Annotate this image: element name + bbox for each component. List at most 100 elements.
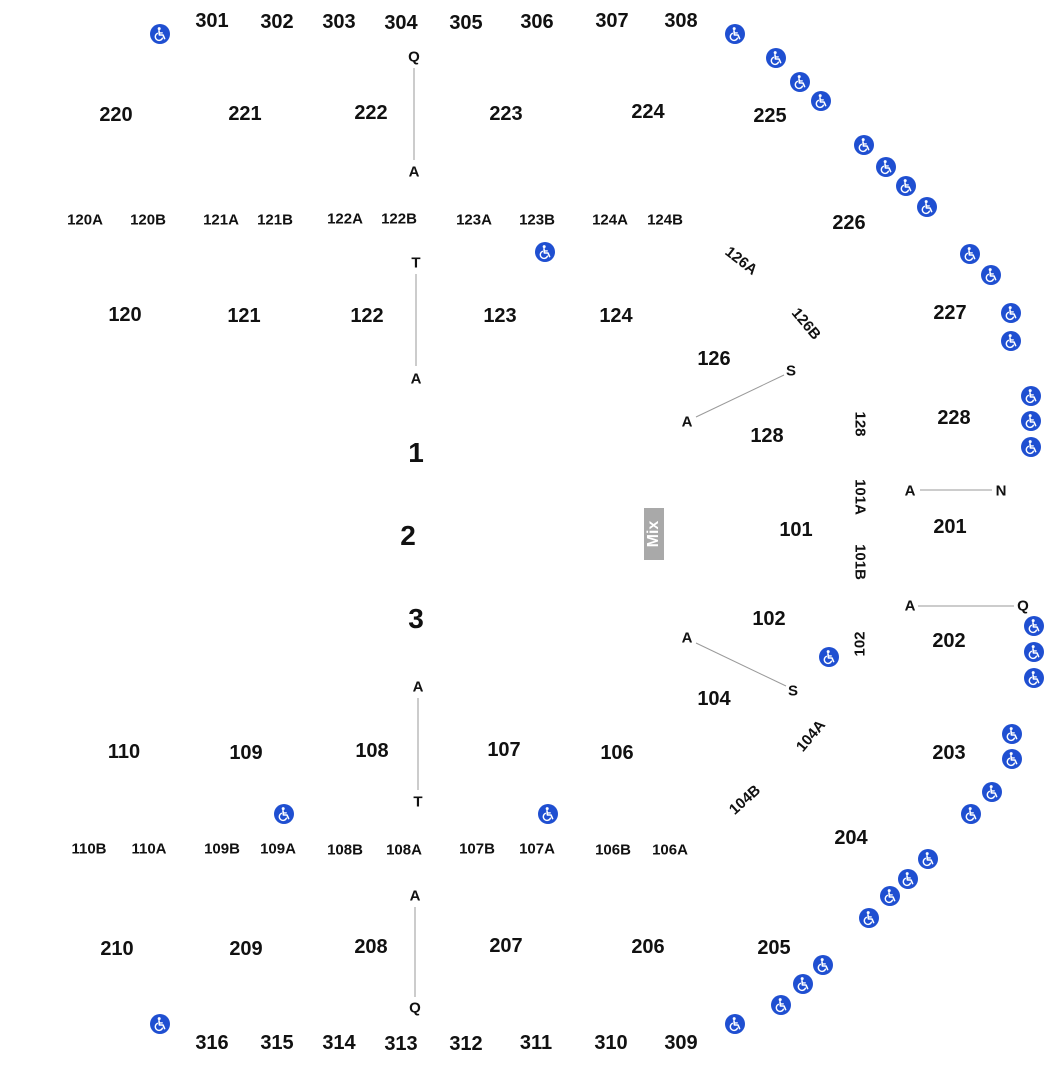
- section-101b[interactable]: 101B: [851, 544, 869, 580]
- section-126[interactable]: 126: [697, 348, 731, 370]
- section-305[interactable]: 305: [449, 12, 483, 34]
- wheelchair-icon: [982, 782, 1002, 802]
- section-314[interactable]: 314: [322, 1032, 356, 1054]
- section-107b[interactable]: 107B: [459, 840, 495, 858]
- section-110b[interactable]: 110B: [71, 840, 107, 858]
- row-marker-202-start: A: [904, 597, 916, 615]
- section-121b[interactable]: 121B: [257, 211, 293, 229]
- wheelchair-icon: [813, 955, 833, 975]
- section-307[interactable]: 307: [595, 10, 629, 32]
- stage-1: 1: [408, 437, 424, 468]
- section-309[interactable]: 309: [664, 1032, 698, 1054]
- section-102-side[interactable]: 102: [851, 631, 869, 657]
- wheelchair-icon: [918, 849, 938, 869]
- wheelchair-icon: [917, 197, 937, 217]
- section-316[interactable]: 316: [195, 1032, 229, 1054]
- section-107a[interactable]: 107A: [519, 840, 555, 858]
- section-208[interactable]: 208: [354, 936, 388, 958]
- section-128-side[interactable]: 128: [851, 411, 869, 437]
- section-120[interactable]: 120: [108, 304, 142, 326]
- section-123b[interactable]: 123B: [519, 211, 555, 229]
- mix-label: Mix: [645, 520, 662, 548]
- section-308[interactable]: 308: [664, 10, 698, 32]
- section-302[interactable]: 302: [260, 11, 294, 33]
- wheelchair-icon: [1002, 749, 1022, 769]
- section-205[interactable]: 205: [757, 937, 791, 959]
- section-222[interactable]: 222: [354, 102, 388, 124]
- section-104[interactable]: 104: [697, 688, 731, 710]
- row-marker-122-bottom: A: [410, 370, 422, 388]
- section-301[interactable]: 301: [195, 10, 229, 32]
- section-107[interactable]: 107: [487, 739, 521, 761]
- section-124a[interactable]: 124A: [592, 211, 628, 229]
- row-marker-208-top: A: [409, 887, 421, 905]
- section-106b[interactable]: 106B: [595, 841, 631, 859]
- section-110[interactable]: 110: [107, 741, 141, 763]
- section-106a[interactable]: 106A: [652, 841, 688, 859]
- section-224[interactable]: 224: [631, 101, 665, 123]
- section-310[interactable]: 310: [594, 1032, 628, 1054]
- section-206[interactable]: 206: [631, 936, 665, 958]
- wheelchair-icon: [1024, 616, 1044, 636]
- wheelchair-icon: [274, 804, 294, 824]
- section-121[interactable]: 121: [227, 305, 261, 327]
- section-120b[interactable]: 120B: [130, 211, 166, 229]
- wheelchair-icon: [725, 1014, 745, 1034]
- wheelchair-icon: [896, 176, 916, 196]
- section-210[interactable]: 210: [100, 938, 134, 960]
- section-120a[interactable]: 120A: [67, 211, 103, 229]
- section-220[interactable]: 220: [99, 104, 133, 126]
- section-221[interactable]: 221: [228, 103, 262, 125]
- section-121a[interactable]: 121A: [203, 211, 239, 229]
- section-122[interactable]: 122: [350, 305, 384, 327]
- wheelchair-icon: [771, 995, 791, 1015]
- section-108a[interactable]: 108A: [386, 841, 422, 859]
- section-124b[interactable]: 124B: [647, 211, 683, 229]
- row-line-104: [695, 642, 787, 687]
- section-124[interactable]: 124: [599, 305, 633, 327]
- row-marker-201-start: A: [904, 482, 916, 500]
- wheelchair-icon: [1024, 642, 1044, 662]
- wheelchair-icon: [960, 244, 980, 264]
- section-122a[interactable]: 122A: [327, 210, 363, 228]
- section-202[interactable]: 202: [932, 630, 966, 652]
- section-123[interactable]: 123: [483, 305, 517, 327]
- section-303[interactable]: 303: [322, 11, 356, 33]
- section-123a[interactable]: 123A: [456, 211, 492, 229]
- section-110a[interactable]: 110A: [131, 840, 167, 858]
- wheelchair-icon: [811, 91, 831, 111]
- section-227[interactable]: 227: [933, 302, 967, 324]
- section-313[interactable]: 313: [384, 1033, 418, 1055]
- section-304[interactable]: 304: [384, 12, 418, 34]
- section-306[interactable]: 306: [520, 11, 554, 33]
- section-106[interactable]: 106: [600, 742, 634, 764]
- wheelchair-icon: [535, 242, 555, 262]
- wheelchair-icon: [1001, 331, 1021, 351]
- section-226[interactable]: 226: [832, 212, 866, 234]
- wheelchair-icon: [1002, 724, 1022, 744]
- section-108b[interactable]: 108B: [327, 841, 363, 859]
- section-122b[interactable]: 122B: [381, 210, 417, 228]
- section-207[interactable]: 207: [489, 935, 523, 957]
- section-201[interactable]: 201: [933, 516, 967, 538]
- section-128[interactable]: 128: [750, 425, 784, 447]
- wheelchair-icon: [790, 72, 810, 92]
- section-109b[interactable]: 109B: [204, 840, 240, 858]
- section-315[interactable]: 315: [260, 1032, 294, 1054]
- section-209[interactable]: 209: [229, 938, 263, 960]
- section-101a[interactable]: 101A: [851, 479, 869, 515]
- section-204[interactable]: 204: [834, 827, 868, 849]
- section-203[interactable]: 203: [932, 742, 966, 764]
- section-311[interactable]: 311: [519, 1032, 553, 1054]
- section-101[interactable]: 101: [779, 519, 813, 541]
- section-312[interactable]: 312: [449, 1033, 483, 1055]
- section-109a[interactable]: 109A: [260, 840, 296, 858]
- wheelchair-icon: [1024, 668, 1044, 688]
- section-225[interactable]: 225: [753, 105, 787, 127]
- section-228[interactable]: 228: [937, 407, 971, 429]
- section-223[interactable]: 223: [489, 103, 523, 125]
- section-102[interactable]: 102: [752, 608, 786, 630]
- section-108[interactable]: 108: [355, 740, 389, 762]
- wheelchair-icon: [793, 974, 813, 994]
- section-109[interactable]: 109: [229, 742, 263, 764]
